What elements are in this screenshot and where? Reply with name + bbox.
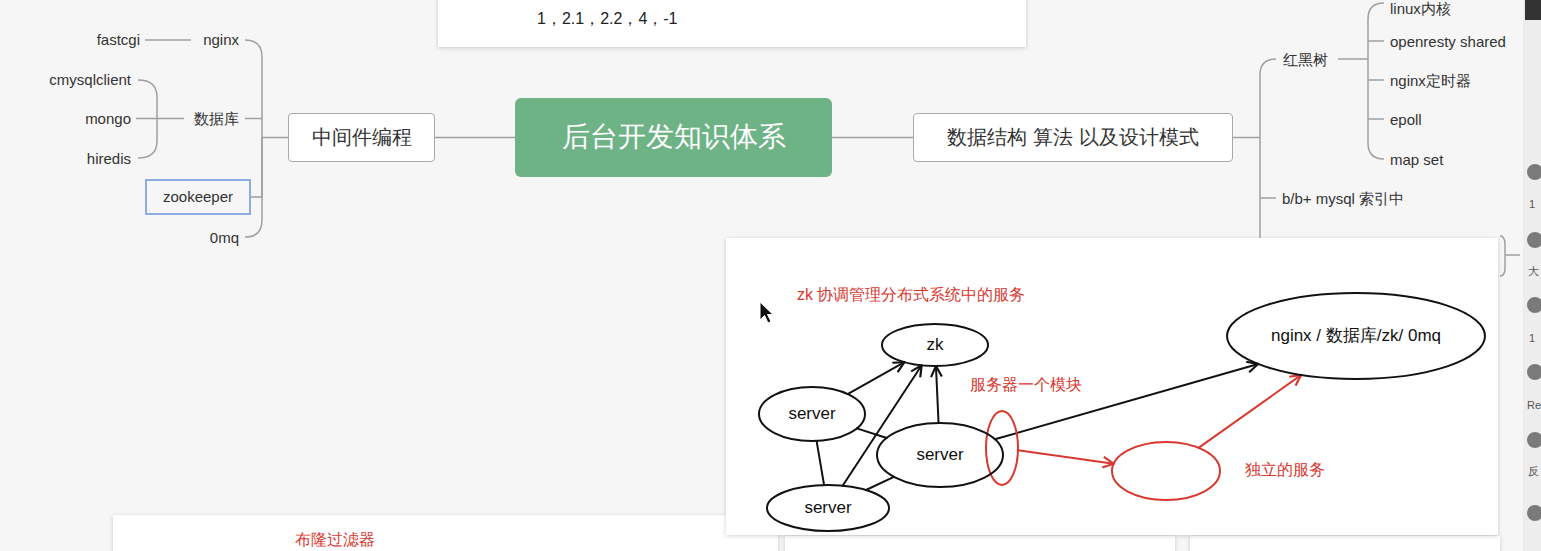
highlight-box: zookeeper [145,179,251,215]
topic-label: cmysqlclient [49,71,131,88]
standalone-service-ellipse: 独立的服务 [1111,441,1221,501]
label-slot: b/b+ mysql 索引中 [1282,190,1404,208]
label-slot: map set [1390,151,1443,169]
branch-line [251,138,288,198]
label-slot: 反 [1528,461,1539,479]
topic-label: 数据库 [194,110,239,127]
sidebar-text: Re [1527,399,1541,412]
topic-label: openresty shared [1390,33,1506,50]
branch-line [435,137,515,139]
sidebar-top [1525,0,1541,20]
mouse-cursor [760,302,773,323]
topic-label: 0mq [210,229,239,246]
sidebar [1523,0,1541,551]
topic-label: nginx [203,31,239,48]
server-name: server [916,445,963,465]
sidebar-count: 1 [1529,198,1535,211]
label-slot: 数据库 [194,110,239,128]
service-name: nginx / 数据库/zk/ 0mq [1271,326,1441,346]
note-panel-bg [1190,536,1500,551]
label-slot: linux内核 [1390,0,1451,18]
server-ellipse: server [876,422,1004,488]
label-slot: hiredis [87,150,131,168]
label-slot: 大 [1528,261,1539,279]
server-name: server [804,498,851,518]
note-panel-bg [785,536,1175,551]
red-arrow-line [1199,375,1302,448]
topic-text: zookeeper [163,188,233,205]
service-name: zk [927,335,944,355]
topic-label: fastcgi [97,31,140,48]
label-slot: 0mq [210,229,239,247]
label-slot: 1 [1529,328,1535,346]
topic-label: mongo [85,110,131,127]
arrow-line [995,364,1258,439]
label-slot: nginx定时器 [1390,72,1471,90]
link-line [866,477,894,490]
module-note: 服务器一个模块 [970,376,1082,394]
topic-label: b/b+ mysql 索引中 [1282,190,1404,207]
label-slot: fastcgi [97,31,140,49]
topic-label: map set [1390,151,1443,168]
branch-line [832,137,913,139]
topic-label: nginx定时器 [1390,72,1471,89]
label-slot: Re [1527,395,1541,413]
topic-box: 中间件编程 [288,113,435,162]
sketch-title: zk 协调管理分布式系统中的服务 [797,286,1025,304]
note-panel: 1，2.1，2.2，4，-1 [438,0,1026,47]
label-slot: 红黑树 [1283,51,1328,69]
topic-box: 数据结构 算法 以及设计模式 [913,113,1233,162]
label-slot: cmysqlclient [49,71,131,89]
topic-label: 红黑树 [1283,51,1328,68]
note-text: 1，2.1，2.2，4，-1 [537,10,678,28]
server-ellipse: server [758,386,866,442]
service-ellipse: zk [881,323,989,367]
arrow-line [936,366,939,423]
label-slot: mongo [85,110,131,128]
link-line [857,428,887,438]
note-panel: 布隆过滤器 [113,515,778,551]
label-slot: epoll [1390,111,1422,129]
label-slot: 1 [1529,194,1535,212]
topic-label: epoll [1390,111,1422,128]
sketch-panel: zk 协调管理分布式系统中的服务 zk nginx / 数据库/zk/ 0mq 服务器… [726,238,1498,535]
sidebar-count: 1 [1529,332,1535,345]
central-topic-text: 后台开发知识体系 [562,121,786,153]
topic-text: 数据结构 算法 以及设计模式 [947,126,1198,149]
topic-text: 中间件编程 [312,126,412,149]
middleware-ellipse: nginx / 数据库/zk/ 0mq [1226,292,1486,380]
red-arrow-line [1018,450,1114,463]
topic-label: hiredis [87,150,131,167]
central-topic: 后台开发知识体系 [515,98,832,177]
sidebar-text: 大 [1528,265,1539,278]
sketch-panel-bg [726,238,1498,535]
service-note: 独立的服务 [1245,461,1325,479]
label-slot: openresty shared [1390,33,1506,51]
note-panel-bg [113,515,778,551]
note-panel-bg [438,0,1026,47]
server-name: server [788,404,835,424]
label-slot: nginx [203,31,239,49]
ellipse-outline [1111,441,1221,501]
topic-label: linux内核 [1390,0,1451,17]
server-ellipse: server [766,484,890,532]
sidebar-icons [1527,164,1541,521]
note-heading: 布隆过滤器 [295,531,375,549]
arrow-line [848,362,905,394]
link-line [817,441,825,485]
sidebar-text: 反 [1528,465,1539,478]
